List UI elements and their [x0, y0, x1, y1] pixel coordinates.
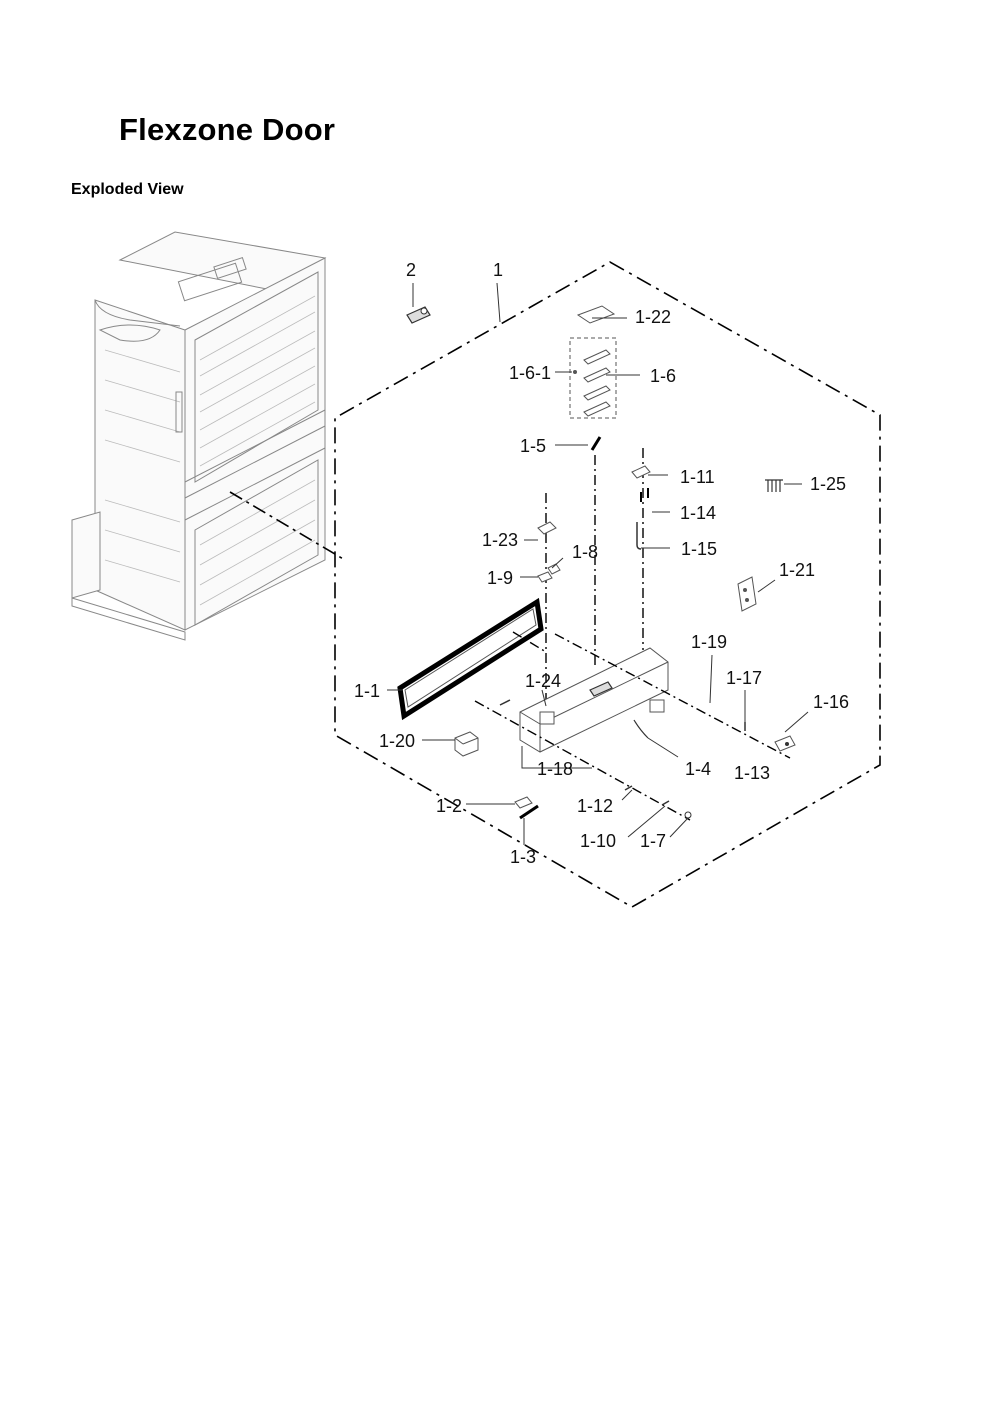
callout-1-6-1: 1-6-1 [509, 363, 551, 383]
callout-1-12: 1-12 [577, 796, 613, 816]
assembly-axis-lines [545, 448, 644, 710]
part-1-7 [684, 811, 692, 819]
part-1-5-rod [590, 436, 602, 451]
callout-1-24: 1-24 [525, 671, 561, 691]
callout-1-13: 1-13 [734, 763, 770, 783]
part-1-21-hinge [737, 576, 757, 612]
part-1-11 [631, 465, 651, 479]
part-1-1-gasket [397, 597, 544, 721]
callout-1-20: 1-20 [379, 731, 415, 751]
assembly-boundary [334, 261, 881, 908]
page-subtitle: Exploded View [71, 181, 184, 198]
callout-1-22: 1-22 [635, 307, 671, 327]
leader-lines [387, 282, 809, 845]
part-1-15 [636, 522, 642, 550]
callout-1-18: 1-18 [537, 759, 573, 779]
callout-1: 1 [493, 260, 503, 280]
page-title: Flexzone Door [119, 112, 336, 147]
part-1-23 [537, 521, 557, 535]
callout-1-3: 1-3 [510, 847, 536, 867]
part-1-8 [547, 563, 561, 575]
callout-1-4: 1-4 [685, 759, 711, 779]
callout-1-14: 1-14 [680, 503, 716, 523]
callout-1-9: 1-9 [487, 568, 513, 588]
part-1-25-screws [765, 479, 783, 492]
assembly-axis-lower [474, 700, 691, 821]
part-1-6-brackets [583, 349, 611, 417]
part-2-bracket [406, 306, 431, 324]
part-1-4-wire [633, 719, 649, 739]
callout-1-11: 1-11 [680, 467, 715, 487]
part-1-2 [514, 796, 533, 809]
callout-1-19: 1-19 [691, 632, 727, 652]
callout-1-6: 1-6 [650, 366, 676, 386]
part-1-24 [499, 699, 511, 706]
refrigerator-cabinet-illustration [71, 231, 327, 641]
callout-1-21: 1-21 [779, 560, 815, 580]
assembly-axis-horizontal [554, 633, 791, 759]
part-1-22-cover [576, 305, 616, 324]
callout-1-2: 1-2 [436, 796, 462, 816]
callout-1-10: 1-10 [580, 831, 616, 851]
part-1-6-group-box [569, 337, 617, 419]
callout-1-16: 1-16 [813, 692, 849, 712]
part-1-10 [661, 800, 670, 806]
callout-1-7: 1-7 [640, 831, 666, 851]
callout-1-17: 1-17 [726, 668, 762, 688]
part-1-20-bracket [454, 731, 479, 757]
part-1-16-hinge [774, 735, 796, 752]
callout-1-1: 1-1 [354, 681, 380, 701]
cabinet-connector-line [229, 491, 346, 561]
callout-1-25: 1-25 [810, 474, 846, 494]
part-1-12 [624, 785, 633, 791]
callout-labels: 2 1 1-22 1-6-1 1-6 1-5 1-11 1-25 1-14 1-… [354, 260, 849, 867]
part-1-6-1-screw [573, 370, 577, 374]
callout-1-23: 1-23 [482, 530, 518, 550]
part-1-3 [519, 804, 539, 820]
part-1-9 [537, 571, 553, 583]
callout-2: 2 [406, 260, 416, 280]
callout-1-5: 1-5 [520, 436, 546, 456]
assembly-axis-front [512, 631, 547, 653]
callout-1-8: 1-8 [572, 542, 598, 562]
callout-1-15: 1-15 [681, 539, 717, 559]
